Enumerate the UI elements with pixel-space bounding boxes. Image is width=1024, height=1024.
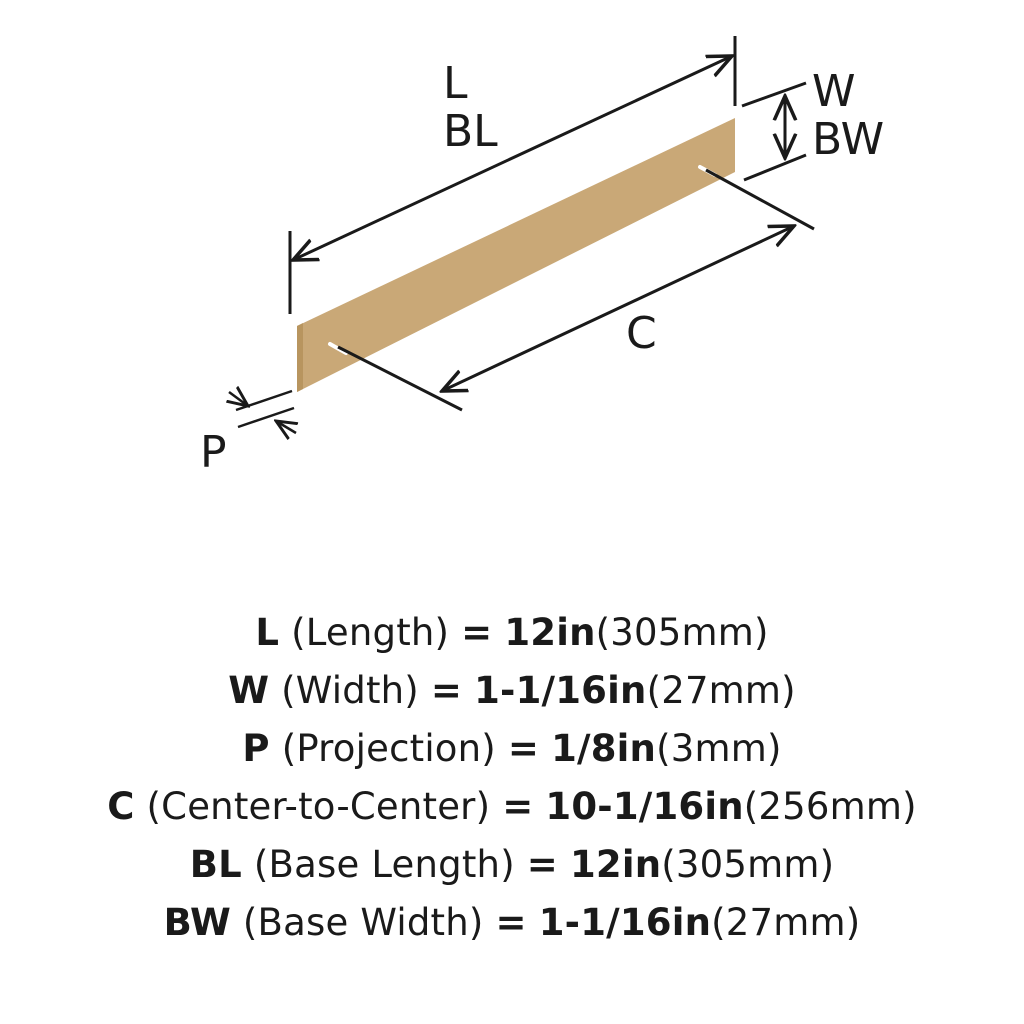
spec-equals: = bbox=[507, 727, 540, 770]
spec-metric: (305mm) bbox=[595, 611, 769, 654]
center-extension-right bbox=[705, 168, 815, 231]
spec-name: (Projection) bbox=[281, 727, 496, 770]
projection-arrow-top bbox=[229, 392, 248, 406]
spec-value: 12in bbox=[504, 611, 596, 654]
spec-name: (Base Width) bbox=[242, 901, 484, 944]
spec-name: (Center-to-Center) bbox=[146, 785, 491, 828]
label-base-width: BW bbox=[812, 114, 884, 165]
spec-row-base-length: BL (Base Length) = 12in(305mm) bbox=[0, 836, 1024, 894]
spec-equals: = bbox=[430, 669, 463, 712]
spec-name: (Width) bbox=[281, 669, 419, 712]
projection-line-2 bbox=[237, 406, 295, 429]
label-width: W bbox=[812, 66, 856, 117]
spec-list: L (Length) = 12in(305mm) W (Width) = 1-1… bbox=[0, 604, 1024, 952]
spec-value: 1-1/16in bbox=[538, 901, 712, 944]
spec-equals: = bbox=[461, 611, 493, 654]
width-extension-top bbox=[741, 81, 807, 108]
spec-value: 12in bbox=[569, 843, 662, 886]
spec-code: BW bbox=[163, 901, 231, 944]
label-base-length: BL bbox=[443, 106, 498, 157]
length-dimension-line bbox=[293, 56, 732, 260]
spec-row-base-width: BW (Base Width) = 1-1/16in(27mm) bbox=[0, 894, 1024, 952]
spec-row-width: W (Width) = 1-1/16in(27mm) bbox=[0, 662, 1024, 720]
center-extension-left bbox=[337, 345, 463, 412]
spec-metric: (256mm) bbox=[743, 785, 917, 828]
label-center: C bbox=[626, 308, 657, 359]
spec-row-projection: P (Projection) = 1/8in(3mm) bbox=[0, 720, 1024, 778]
spec-equals: = bbox=[495, 901, 527, 944]
dimension-diagram: L BL W BW C P bbox=[200, 36, 884, 478]
spec-value: 10-1/16in bbox=[545, 785, 744, 828]
spec-equals: = bbox=[502, 785, 534, 828]
projection-arrow-bottom bbox=[276, 421, 296, 433]
label-length: L bbox=[443, 58, 468, 109]
spec-code: L bbox=[255, 611, 280, 654]
spec-code: P bbox=[242, 727, 270, 770]
spec-name: (Length) bbox=[291, 611, 450, 654]
spec-value: 1/8in bbox=[551, 727, 657, 770]
spec-code: C bbox=[107, 785, 135, 828]
pull-body bbox=[297, 118, 735, 392]
label-projection: P bbox=[200, 427, 227, 478]
spec-row-length: L (Length) = 12in(305mm) bbox=[0, 604, 1024, 662]
spec-value: 1-1/16in bbox=[474, 669, 647, 712]
spec-row-center: C (Center-to-Center) = 10-1/16in(256mm) bbox=[0, 778, 1024, 836]
spec-metric: (305mm) bbox=[661, 843, 835, 886]
spec-code: BL bbox=[189, 843, 242, 886]
pull-edge bbox=[297, 323, 303, 392]
spec-metric: (3mm) bbox=[656, 727, 782, 770]
spec-metric: (27mm) bbox=[711, 901, 861, 944]
projection-line-1 bbox=[235, 389, 293, 412]
width-extension-bottom bbox=[743, 153, 807, 182]
spec-equals: = bbox=[526, 843, 558, 886]
spec-name: (Base Length) bbox=[253, 843, 515, 886]
spec-metric: (27mm) bbox=[646, 669, 796, 712]
spec-code: W bbox=[228, 669, 270, 712]
